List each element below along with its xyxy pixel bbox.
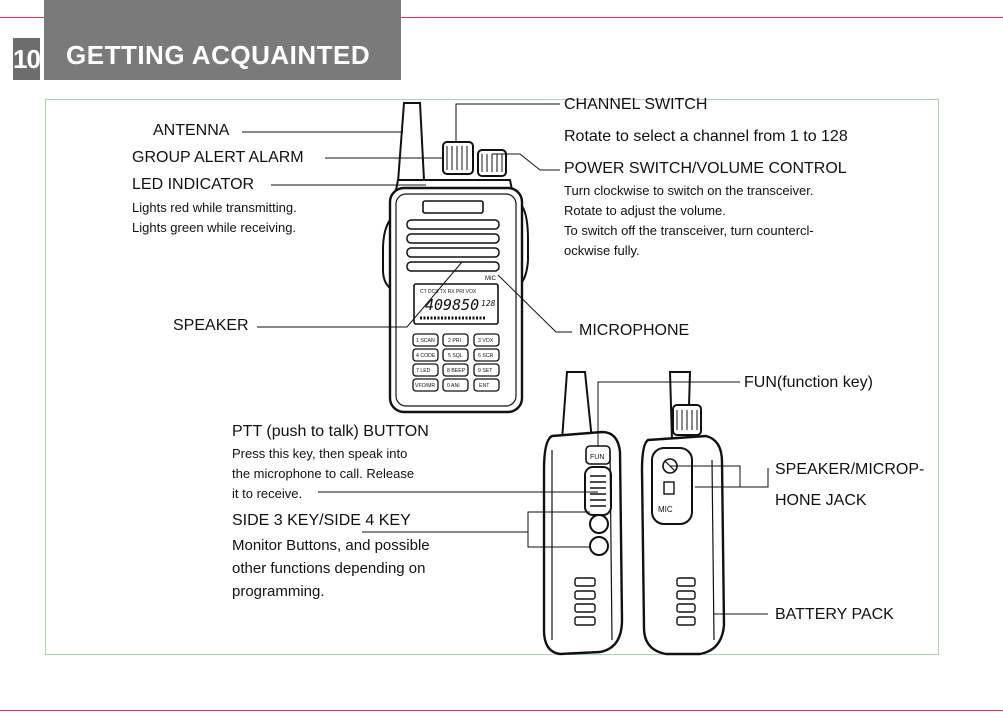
fun-key-label: FUN xyxy=(590,454,604,461)
label-battery-pack: BATTERY PACK xyxy=(775,606,894,623)
key-6[interactable]: 6 SCR xyxy=(478,353,494,359)
display-status-row: CT DCS TX RX PRI VOX xyxy=(420,289,477,295)
illustration-frame xyxy=(45,99,939,655)
front-radio: MIC CT DCS TX RX PRI VOX 409850 128 1 SC… xyxy=(382,102,529,414)
power-desc-line-1: Turn clockwise to switch on the transcei… xyxy=(564,183,814,198)
bottom-rule xyxy=(0,710,1003,711)
leader-lines xyxy=(242,103,769,615)
channel-switch-desc: Rotate to select a channel from 1 to 128 xyxy=(564,128,848,145)
label-speaker: SPEAKER xyxy=(173,317,249,334)
label-speaker-mic-jack-1: SPEAKER/MICROP- xyxy=(775,461,925,478)
key-0[interactable]: 0 ANI xyxy=(447,383,460,389)
keypad xyxy=(412,333,500,392)
side-radio-right: MIC xyxy=(640,371,726,656)
key-4[interactable]: 4 CODE xyxy=(416,353,436,359)
key-2[interactable]: 2 PRI xyxy=(448,338,461,344)
side-keys-desc-line-2: other functions depending on xyxy=(232,560,426,577)
side-keys-desc-line-3: programming. xyxy=(232,583,325,600)
key-5[interactable]: 5 SQL xyxy=(448,353,463,359)
label-channel-switch: CHANNEL SWITCH xyxy=(564,96,708,113)
label-speaker-mic-jack-2: HONE JACK xyxy=(775,492,867,509)
side-keys-desc-line-1: Monitor Buttons, and possible xyxy=(232,537,430,554)
section-title: GETTING ACQUAINTED xyxy=(66,40,371,70)
ptt-desc-line-2: the microphone to call. Release xyxy=(232,466,415,481)
key-ent[interactable]: ENT xyxy=(479,383,490,389)
page-number: 10 xyxy=(13,38,41,80)
key-3[interactable]: 3 VOX xyxy=(478,338,494,344)
front-mic-label: MIC xyxy=(485,276,497,282)
label-side-keys: SIDE 3 KEY/SIDE 4 KEY xyxy=(232,512,411,529)
section-title-bar: GETTING ACQUAINTED xyxy=(44,0,401,80)
label-power-switch: POWER SWITCH/VOLUME CONTROL xyxy=(564,160,847,177)
power-desc-line-4: ockwise fully. xyxy=(564,243,640,258)
label-ptt-button: PTT (push to talk) BUTTON xyxy=(232,423,429,440)
ptt-desc-line-1: Press this key, then speak into xyxy=(232,446,408,461)
side-mic-label: MIC xyxy=(658,505,673,514)
led-desc-line-1: Lights red while transmitting. xyxy=(132,200,297,215)
power-desc-line-3: To switch off the transceiver, turn coun… xyxy=(564,223,814,238)
key-vfo[interactable]: VFO/MR xyxy=(415,383,435,389)
label-microphone: MICROPHONE xyxy=(579,322,690,339)
display-frequency: 409850 xyxy=(425,296,479,314)
display-channel: 128 xyxy=(481,299,496,308)
led-desc-line-2: Lights green while receiving. xyxy=(132,220,297,235)
key-1[interactable]: 1 SCAN xyxy=(416,338,435,344)
power-desc-line-2: Rotate to adjust the volume. xyxy=(564,203,726,218)
ptt-desc-line-3: it to receive. xyxy=(232,486,303,501)
label-group-alert-alarm: GROUP ALERT ALARM xyxy=(132,149,304,166)
side-radio-left: FUN xyxy=(542,371,624,656)
key-9[interactable]: 9 SET xyxy=(478,368,493,374)
key-8[interactable]: 8 BEEP xyxy=(447,368,466,374)
label-led-indicator: LED INDICATOR xyxy=(132,176,255,193)
label-antenna: ANTENNA xyxy=(153,122,230,139)
label-fun-key: FUN(function key) xyxy=(744,374,873,391)
top-rule xyxy=(0,17,1003,18)
key-7[interactable]: 7 LED xyxy=(416,368,431,374)
